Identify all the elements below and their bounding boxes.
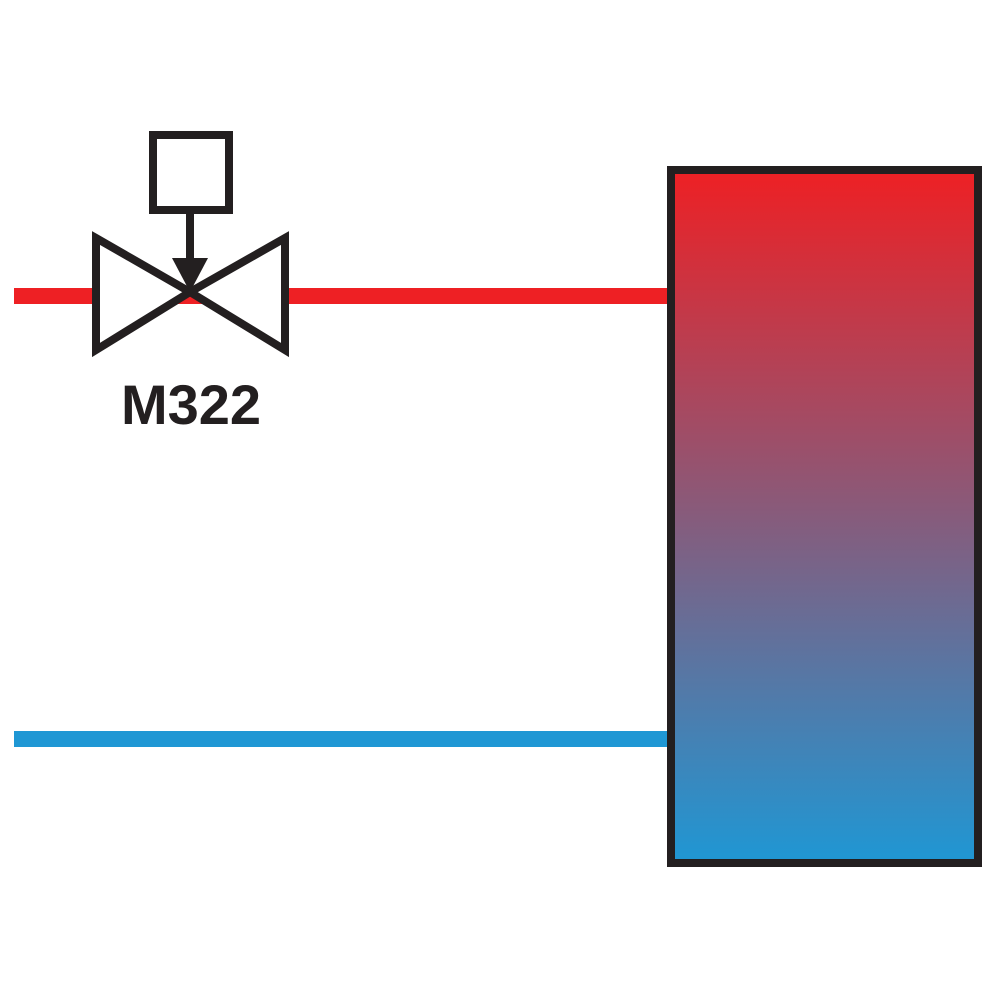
three-way-valve-icon: [92, 231, 289, 358]
actuator-box-icon: [149, 131, 233, 292]
storage-tank: [667, 166, 982, 867]
valve-label: M322: [121, 373, 261, 436]
